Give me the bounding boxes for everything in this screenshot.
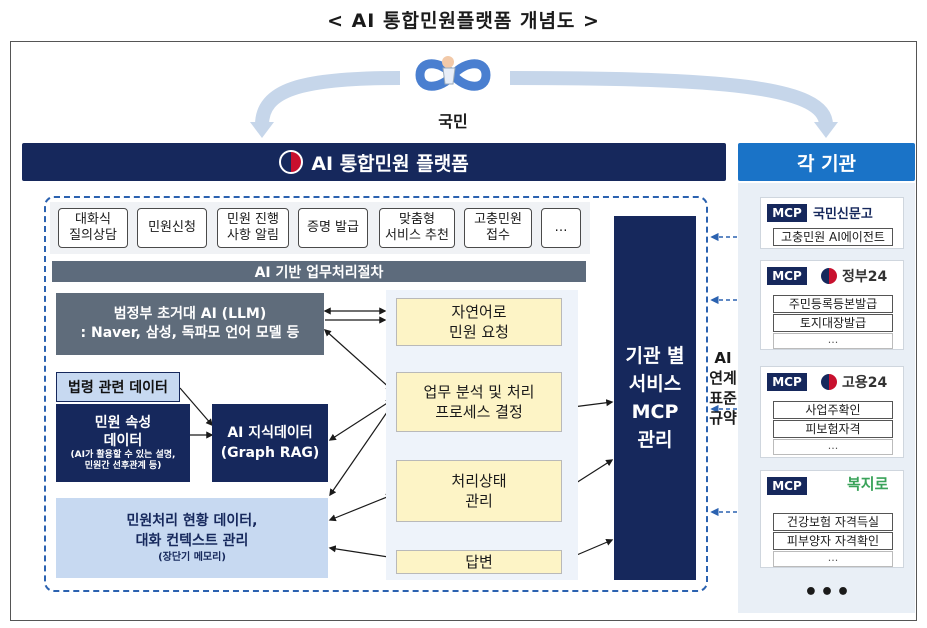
knowledge-line2: (Graph RAG): [220, 445, 320, 461]
diagram-frame: [10, 41, 917, 621]
platform-title: AI 통합민원 플랫폼: [311, 152, 469, 175]
korea-government-emblem-icon: [821, 374, 837, 390]
attr-data-box: 민원 속성 데이터 (AI가 활용할 수 있는 설명, 민원간 선후관계 등): [56, 404, 190, 482]
citizen-to-platform-arrow: [255, 71, 401, 126]
mcp-badge: MCP: [767, 267, 807, 285]
service-item: 건강보험 자격득실: [773, 513, 893, 531]
agency-card-bokjiro: MCP 복지로 건강보험 자격득실 피부양자 자격확인 ...: [760, 470, 904, 568]
citizen-label: 국민: [438, 112, 468, 131]
memory-note: (장단기 메모리): [158, 552, 226, 563]
platform-header: AI 통합민원 플랫폼: [22, 143, 726, 181]
service-more: ...: [773, 551, 893, 567]
law-data-box: 법령 관련 데이터: [56, 372, 180, 402]
mcp-badge: MCP: [767, 373, 807, 391]
service-item: 피보험자격: [773, 420, 893, 438]
korea-government-emblem-icon: [279, 150, 304, 174]
step-request: 자연어로 민원 요청: [396, 298, 562, 346]
diagram-title: < AI 통합민원플랫폼 개념도 >: [327, 10, 600, 32]
knowledge-line1: AI 지식데이터: [227, 425, 313, 441]
chip-certificate: 증명 발급: [298, 208, 368, 248]
mcp-badge: MCP: [767, 204, 807, 222]
bokjiro-logo: 복지로: [847, 475, 889, 493]
korea-government-emblem-icon: [821, 268, 837, 284]
llm-box: 범정부 초거대 AI (LLM) : Naver, 삼성, 독파모 언어 모델 …: [56, 293, 324, 355]
memory-line1: 민원처리 현황 데이터,: [126, 513, 258, 529]
attr-note: (AI가 활용할 수 있는 설명, 민원간 선후관계 등): [70, 450, 176, 471]
knowledge-box: AI 지식데이터 (Graph RAG): [212, 404, 328, 482]
chip-recommend: 맞춤형 서비스 추천: [379, 208, 455, 248]
citizen-to-agency-arrow: [509, 71, 833, 126]
step-status: 처리상태 관리: [396, 460, 562, 522]
llm-line1: 범정부 초거대 AI (LLM): [113, 306, 267, 322]
mcp-badge: MCP: [767, 477, 807, 495]
gov24-logo: 정부24: [842, 269, 888, 285]
service-item: 고충민원 AI에이전트: [773, 228, 893, 246]
mcp-management-column: 기관 별 서비스 MCP 관리: [614, 216, 696, 580]
service-more: ...: [773, 439, 893, 455]
attr-line2: 데이터: [103, 433, 143, 449]
chip-more: …: [541, 208, 581, 248]
platform-boundary: [44, 196, 708, 592]
step-answer: 답변: [396, 550, 562, 574]
citizen-arrow-head-left: [250, 122, 274, 138]
memory-box: 민원처리 현황 데이터, 대화 컨텍스트 관리 (장단기 메모리): [56, 498, 328, 578]
service-item: 피부양자 자격확인: [773, 532, 893, 550]
chip-chat-consult: 대화식 질의상담: [58, 208, 128, 248]
service-more: ...: [773, 333, 893, 349]
work24-logo: 고용24: [842, 375, 888, 391]
service-item: 주민등록등본발급: [773, 295, 893, 313]
agency-card-sinmungo: MCP 국민신문고 고충민원 AI에이전트: [760, 197, 904, 249]
agency-card-work24: MCP 고용24 사업주확인 피보험자격 ...: [760, 366, 904, 458]
process-header: AI 기반 업무처리절차: [52, 261, 586, 282]
memory-line2: 대화 컨텍스트 관리: [135, 533, 249, 549]
infinity-person-icon: [415, 56, 491, 91]
agency-card-gov24: MCP 정부24 주민등록등본발급 토지대장발급 ...: [760, 260, 904, 350]
citizen-arrow-head-right: [814, 122, 838, 138]
chip-grievance: 고충민원 접수: [464, 208, 532, 248]
agencies-header: 각 기관: [738, 143, 915, 181]
llm-line2: : Naver, 삼성, 독파모 언어 모델 등: [80, 325, 300, 341]
service-item: 토지대장발급: [773, 314, 893, 332]
chip-application: 민원신청: [137, 208, 207, 248]
attr-line1: 민원 속성: [94, 415, 152, 431]
agency-more-ellipsis: •••: [803, 580, 853, 605]
chip-progress-alert: 민원 진행 사항 알림: [217, 208, 289, 248]
service-item: 사업주확인: [773, 401, 893, 419]
step-analyze: 업무 분석 및 처리 프로세스 결정: [396, 372, 562, 432]
sinmungo-logo: 국민신문고: [813, 207, 873, 222]
standard-protocol-label: AI 연계 표준 규약: [709, 349, 737, 427]
